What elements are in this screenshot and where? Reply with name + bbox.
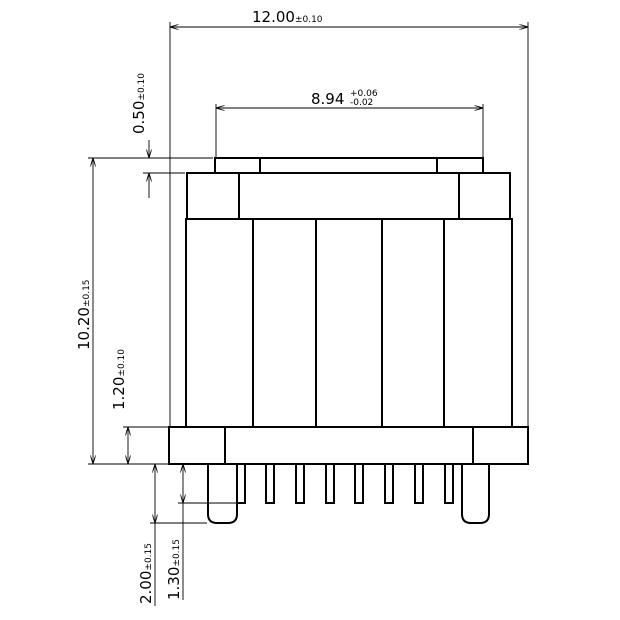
- short-pin-6: [384, 463, 394, 504]
- long-pin-right: [461, 464, 490, 524]
- dimension-lines: [88, 22, 529, 606]
- main-body: [185, 218, 513, 428]
- long-pin-left: [207, 464, 238, 524]
- upper-block: [186, 172, 511, 220]
- component-outline: [168, 157, 529, 465]
- cap-width-tol-plus: +0.06: [350, 89, 378, 99]
- base: [168, 426, 529, 465]
- cap-height-label: 0.50±0.10: [130, 73, 148, 134]
- short-pin-4: [325, 463, 335, 504]
- short-pin-2: [265, 463, 275, 504]
- pins: [207, 463, 490, 524]
- short-pin-3: [295, 463, 305, 504]
- short-pin-8: [444, 463, 454, 504]
- short-pin-5: [354, 463, 364, 504]
- cap-width-label: 8.94: [311, 90, 344, 108]
- short-pin-length-label: 1.30±0.15: [165, 539, 183, 600]
- top-cap: [214, 157, 484, 174]
- base-height-label: 1.20±0.10: [110, 349, 128, 410]
- overall-height-label: 10.20±0.15: [75, 279, 93, 350]
- overall-width-label: 12.00±0.10: [252, 8, 323, 26]
- cap-width-tol-minus: -0.02: [350, 98, 373, 108]
- short-pin-1: [236, 463, 246, 504]
- long-pin-length-label: 2.00±0.15: [137, 543, 155, 604]
- short-pin-7: [414, 463, 424, 504]
